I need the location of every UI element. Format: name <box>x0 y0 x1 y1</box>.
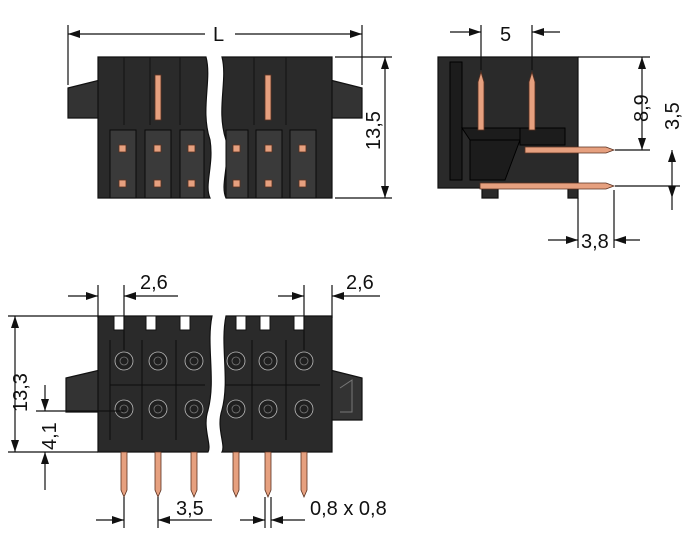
top-view-holes-upper-row <box>114 351 314 371</box>
front-view-contact-chambers <box>109 129 317 199</box>
dimension-pitch-3-5-label: 3,5 <box>176 498 204 520</box>
dimension-offset-2-6-left-label: 2,6 <box>140 272 168 294</box>
top-view-pins <box>120 451 308 499</box>
dimension-height-13-3-label: 13,3 <box>10 373 32 412</box>
top-view-left-latch <box>65 369 101 413</box>
front-view-pin-1 <box>154 74 162 121</box>
dimension-height-8-9-label: 8,9 <box>631 94 653 122</box>
front-view-right-latch <box>329 79 363 119</box>
top-view-housing-right <box>219 315 333 453</box>
top-view: 2,6 2,6 13,3 4,1 3,5 <box>8 272 387 528</box>
dimension-height-3-5-side-label: 3,5 <box>662 102 684 130</box>
top-view-housing-left <box>97 315 213 453</box>
dimension-pitch-5-label: 5 <box>500 24 511 46</box>
dimension-height-4-1-label: 4,1 <box>39 422 61 450</box>
side-view-pin-horizontal-2 <box>479 182 616 190</box>
dimension-pin-section-label: 0,8 x 0,8 <box>310 498 387 520</box>
top-view-holes-lower-row <box>114 399 314 419</box>
dimension-length-3-8-label: 3,8 <box>581 231 609 253</box>
front-view: L 13,5 <box>67 24 392 199</box>
dimension-height-13-5-label: 13,5 <box>363 111 385 150</box>
side-view-pin-vertical-2 <box>528 70 536 131</box>
dimension-length-label: L <box>213 24 224 46</box>
side-view-pin-horizontal-1 <box>524 146 616 154</box>
side-view: 5 8,9 3,5 3,8 <box>437 24 684 253</box>
front-view-left-latch <box>67 79 101 119</box>
dimension-offset-2-6-right-label: 2,6 <box>346 272 374 294</box>
side-view-pin-vertical-1 <box>477 70 485 131</box>
front-view-pin-2 <box>264 74 272 121</box>
